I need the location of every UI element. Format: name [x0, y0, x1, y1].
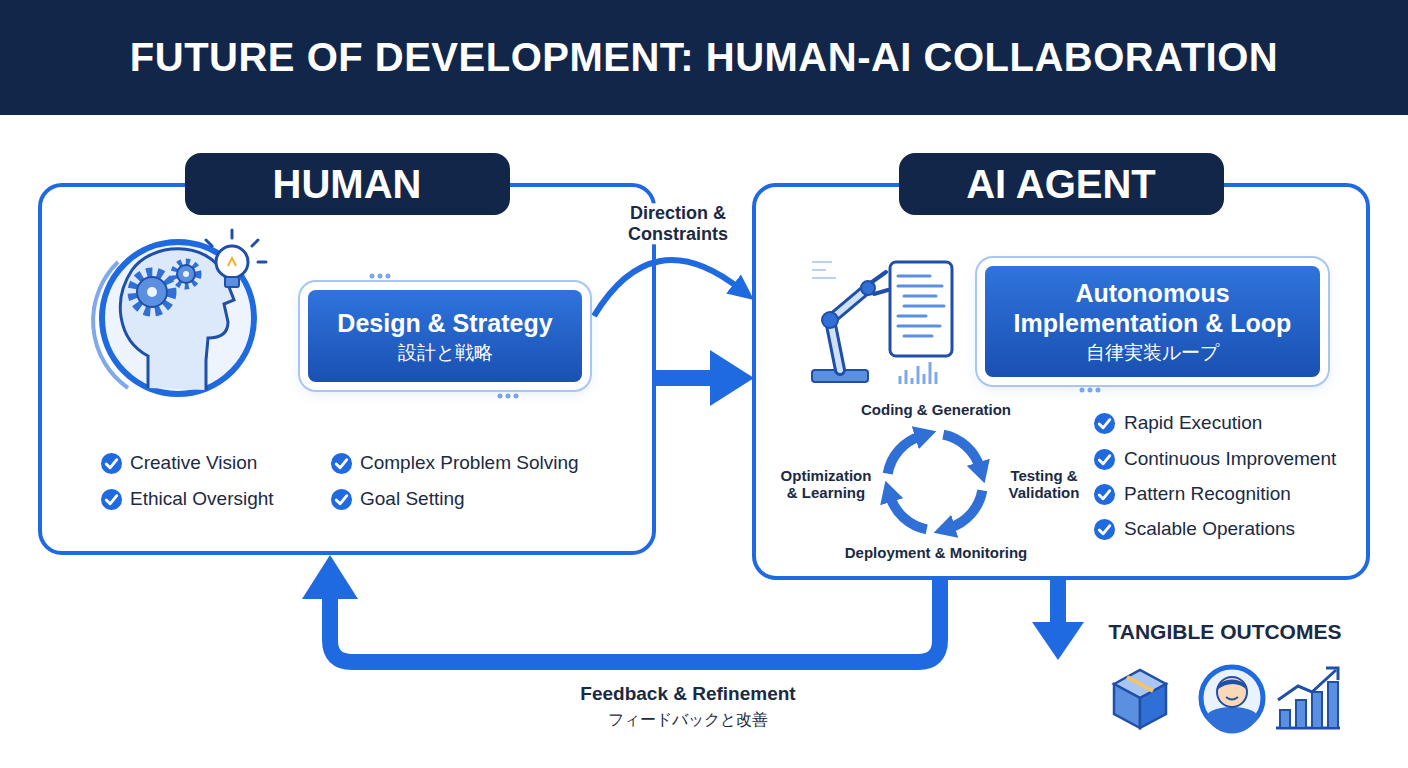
chart-bar	[1296, 700, 1306, 728]
head-ring	[102, 242, 254, 394]
flow-arrow	[654, 370, 722, 386]
check-icon	[101, 453, 122, 474]
panel-heading: HUMAN	[273, 162, 422, 207]
robot-gripper	[872, 272, 888, 294]
item-label: Testing & Validation	[996, 467, 1092, 502]
cycle-arrow	[890, 496, 927, 529]
chart-bar	[1328, 682, 1338, 728]
person-smile	[1226, 697, 1238, 700]
gear-teeth	[174, 262, 198, 286]
check-icon	[1094, 449, 1115, 470]
cycle-arrow	[949, 490, 982, 528]
outcome-icons	[1114, 667, 1340, 734]
dot	[1096, 388, 1101, 393]
outcome-arrow	[1032, 580, 1084, 660]
cycle-arrows	[888, 435, 983, 530]
dot	[386, 274, 391, 279]
robot-arm-outline	[830, 288, 868, 370]
human-head-icon	[93, 230, 266, 394]
mini-bars	[900, 362, 936, 384]
cycle-arrow	[943, 435, 980, 468]
box-subtitle: 自律実装ループ	[1086, 342, 1219, 365]
check-icon	[331, 453, 352, 474]
item-label: Coding & Generation	[861, 401, 1011, 418]
outcome-arrow-shaft	[1050, 580, 1066, 624]
gear	[137, 277, 167, 307]
chart-trend	[1278, 670, 1336, 700]
gear-hub	[147, 287, 157, 297]
bulb-filament	[228, 258, 236, 266]
edge-label: Feedback & Refinement	[577, 683, 798, 705]
item-label: Optimization & Learning	[774, 467, 878, 502]
section-heading: TANGIBLE OUTCOMES	[1109, 620, 1342, 644]
process-box: Design & Strategy 設計と戦略	[308, 290, 582, 382]
chart-bar	[1312, 692, 1322, 728]
flow-arrow	[330, 578, 940, 662]
check-icon	[1094, 413, 1115, 434]
page-title: FUTURE OF DEVELOPMENT: HUMAN-AI COLLABOR…	[130, 35, 1278, 80]
person-hair	[1217, 680, 1247, 691]
chart-bar	[1280, 710, 1290, 728]
dot	[506, 394, 511, 399]
dot	[370, 274, 375, 279]
gear-teeth	[132, 272, 172, 312]
dot	[1088, 388, 1093, 393]
bulb-base	[225, 277, 239, 287]
item-label: Continuous Improvement	[1124, 448, 1336, 470]
robot-arm	[830, 288, 868, 370]
robot-arm-icon	[812, 262, 952, 384]
dot	[378, 274, 383, 279]
heading-tab: HUMAN	[185, 153, 510, 215]
flow-arrow	[594, 260, 740, 316]
outcome-arrow-head	[1032, 622, 1084, 660]
check-icon	[331, 489, 352, 510]
data-lines	[812, 262, 836, 278]
check-icon	[1094, 519, 1115, 540]
process-box: Autonomous Implementation & Loop 自律実装ループ	[985, 266, 1320, 377]
person-face	[1217, 677, 1247, 707]
chart-trend-head	[1326, 668, 1338, 680]
item-label: Rapid Execution	[1124, 412, 1262, 434]
panel-heading: AI AGENT	[966, 162, 1156, 207]
item-label: Creative Vision	[130, 452, 257, 474]
item-label: Complex Problem Solving	[360, 452, 579, 474]
box-tape	[1127, 677, 1153, 691]
dot	[498, 394, 503, 399]
translation-note: フィードバックと改善	[608, 711, 768, 729]
gear	[177, 265, 195, 283]
person-shoulders	[1206, 707, 1258, 734]
gear-hub	[183, 271, 189, 277]
edge-label: Direction & Constraints	[619, 203, 737, 244]
code-lines	[898, 276, 944, 336]
cycle-arrow	[888, 436, 921, 474]
bulb-rays	[206, 230, 266, 262]
check-icon	[1094, 484, 1115, 505]
check-icon	[101, 489, 122, 510]
item-label: Pattern Recognition	[1124, 483, 1291, 505]
check-marks	[101, 413, 1115, 540]
item-label: Goal Setting	[360, 488, 465, 510]
lightbulb	[216, 246, 248, 278]
box-icon-side	[1114, 684, 1140, 728]
item-label: Scalable Operations	[1124, 518, 1295, 540]
tablet	[890, 262, 952, 356]
heading-tab: AI AGENT	[899, 153, 1224, 215]
item-label: Deployment & Monitoring	[845, 544, 1028, 561]
box-title: Autonomous Implementation & Loop	[997, 278, 1308, 338]
dot	[1080, 388, 1085, 393]
robot-joint	[822, 312, 838, 328]
item-label: Ethical Oversight	[130, 488, 274, 510]
dot	[514, 394, 519, 399]
title-bar: FUTURE OF DEVELOPMENT: HUMAN-AI COLLABOR…	[0, 0, 1408, 115]
box-subtitle: 設計と戦略	[398, 342, 493, 365]
box-title: Design & Strategy	[337, 308, 552, 338]
